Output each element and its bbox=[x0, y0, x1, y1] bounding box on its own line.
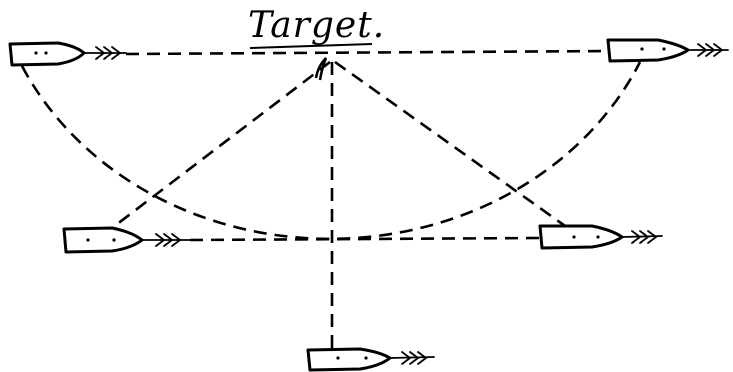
target-to-middle-left-line bbox=[111, 60, 331, 230]
semicircle-arc bbox=[20, 61, 642, 241]
wake-arrows bbox=[83, 46, 127, 60]
target-label-underline bbox=[249, 43, 373, 49]
wake-arrows bbox=[141, 233, 191, 247]
wake-arrows bbox=[389, 351, 435, 365]
target-label: Target. bbox=[248, 5, 386, 46]
wake-arrows bbox=[621, 230, 663, 244]
ship-top-right bbox=[606, 38, 729, 63]
ship-middle-left bbox=[62, 226, 191, 254]
middle-dashed-line bbox=[189, 236, 541, 242]
ship-middle-right bbox=[538, 224, 663, 250]
target-marker bbox=[314, 57, 328, 81]
top-dashed-line bbox=[125, 49, 613, 56]
target-to-middle-right-line bbox=[334, 60, 569, 230]
ship-top-left bbox=[8, 41, 127, 67]
wake-arrows bbox=[687, 43, 729, 57]
ship-bottom bbox=[306, 347, 435, 372]
